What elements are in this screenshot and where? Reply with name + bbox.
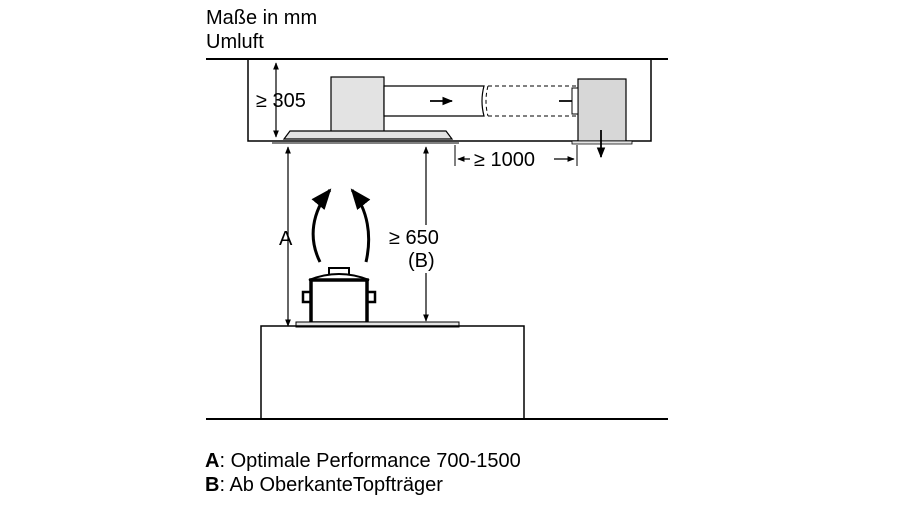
legend-text-b: : Ab OberkanteTopfträger: [219, 474, 443, 496]
kitchen-counter: [260, 325, 525, 419]
distance-dimension-label: ≥ 1000: [474, 149, 535, 171]
ceiling-enclosure: [247, 59, 652, 142]
clearance-dimension-label: ≥ 650: [389, 227, 439, 249]
steam-arrow-right: [350, 188, 371, 263]
height-dimension-label: ≥ 305: [256, 90, 306, 112]
hood-panel: [282, 130, 454, 140]
steam-arrow-left: [311, 188, 332, 263]
cooktop: [295, 321, 460, 328]
legend-text-a: : Optimale Performance 700-1500: [219, 450, 521, 472]
cooking-pot-icon: [301, 267, 377, 325]
filter-inlet-collar: [571, 87, 579, 115]
duct-extension-dashed: [485, 85, 578, 117]
filter-vent-plate: [571, 140, 633, 145]
legend-key-b: B: [205, 474, 220, 496]
dimension-a-label: A: [279, 228, 293, 250]
clearance-reference-label: (B): [408, 250, 435, 272]
legend-item-a: A: Optimale Performance 700-1500: [205, 449, 521, 473]
mode-title: Umluft: [206, 31, 264, 53]
hood-motor-housing: [330, 76, 385, 133]
legend-key-a: A: [205, 450, 220, 472]
recirculation-filter-box: [577, 78, 627, 142]
units-title: Maße in mm: [206, 7, 318, 29]
legend-item-b: B: Ab OberkanteTopfträger: [205, 473, 443, 497]
